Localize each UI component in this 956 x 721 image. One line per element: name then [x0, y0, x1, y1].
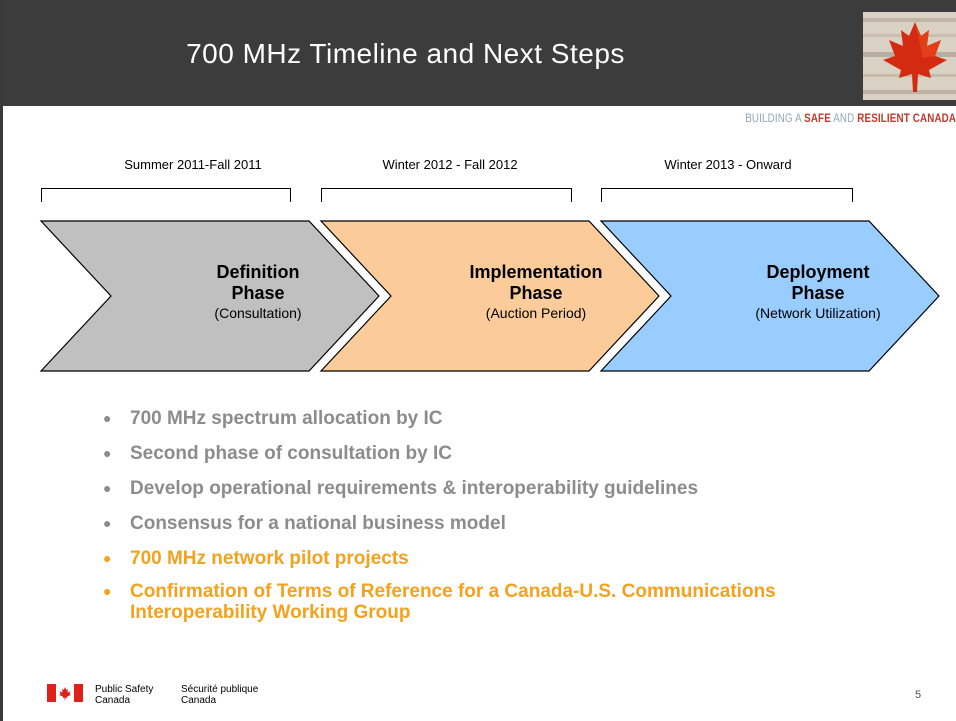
period-bracket-3	[601, 188, 853, 202]
bullet-dot-icon: ●	[103, 583, 112, 599]
canada-flag-icon	[47, 684, 83, 702]
bullet-dot-icon: ●	[103, 550, 112, 566]
bullet-dot-icon: ●	[103, 515, 112, 531]
period-bracket-1	[41, 188, 291, 202]
phase-chevrons	[39, 220, 940, 372]
period-label-3: Winter 2013 - Onward	[664, 157, 792, 172]
period-bracket-2	[321, 188, 572, 202]
tagline: BUILDING A SAFE AND RESILIENT CANADA	[745, 113, 956, 125]
title-bar: 700 MHz Timeline and Next Steps	[3, 0, 956, 106]
bullet-item: ●Second phase of consultation by IC	[103, 443, 452, 464]
deployment-phase-label: Deployment Phase (Network Utilization)	[755, 262, 881, 321]
maple-leaf-image	[863, 12, 956, 100]
bullet-item: ●Consensus for a national business model	[103, 513, 506, 534]
bullet-item-highlighted: ●700 MHz network pilot projects	[103, 548, 409, 569]
page-number: 5	[915, 689, 922, 701]
bullet-dot-icon: ●	[103, 445, 112, 461]
definition-phase-chevron	[39, 220, 380, 372]
next-steps-list: ●700 MHz spectrum allocation by IC ●Seco…	[99, 408, 819, 637]
slide-title: 700 MHz Timeline and Next Steps	[186, 38, 625, 69]
bullet-item: ●Develop operational requirements & inte…	[103, 478, 699, 499]
definition-phase-label: Definition Phase (Consultation)	[214, 262, 302, 321]
bullet-dot-icon: ●	[103, 410, 112, 426]
bullet-item-highlighted: ●Confirmation of Terms of Reference for …	[103, 581, 776, 623]
period-label-1: Summer 2011-Fall 2011	[124, 157, 262, 172]
period-label-2: Winter 2012 - Fall 2012	[382, 157, 518, 172]
implementation-phase-chevron	[319, 220, 660, 372]
deployment-phase-chevron	[599, 220, 940, 372]
implementation-phase-label: Implementation Phase (Auction Period)	[469, 262, 603, 321]
bullet-item: ●700 MHz spectrum allocation by IC	[103, 408, 443, 429]
bullet-dot-icon: ●	[103, 480, 112, 496]
